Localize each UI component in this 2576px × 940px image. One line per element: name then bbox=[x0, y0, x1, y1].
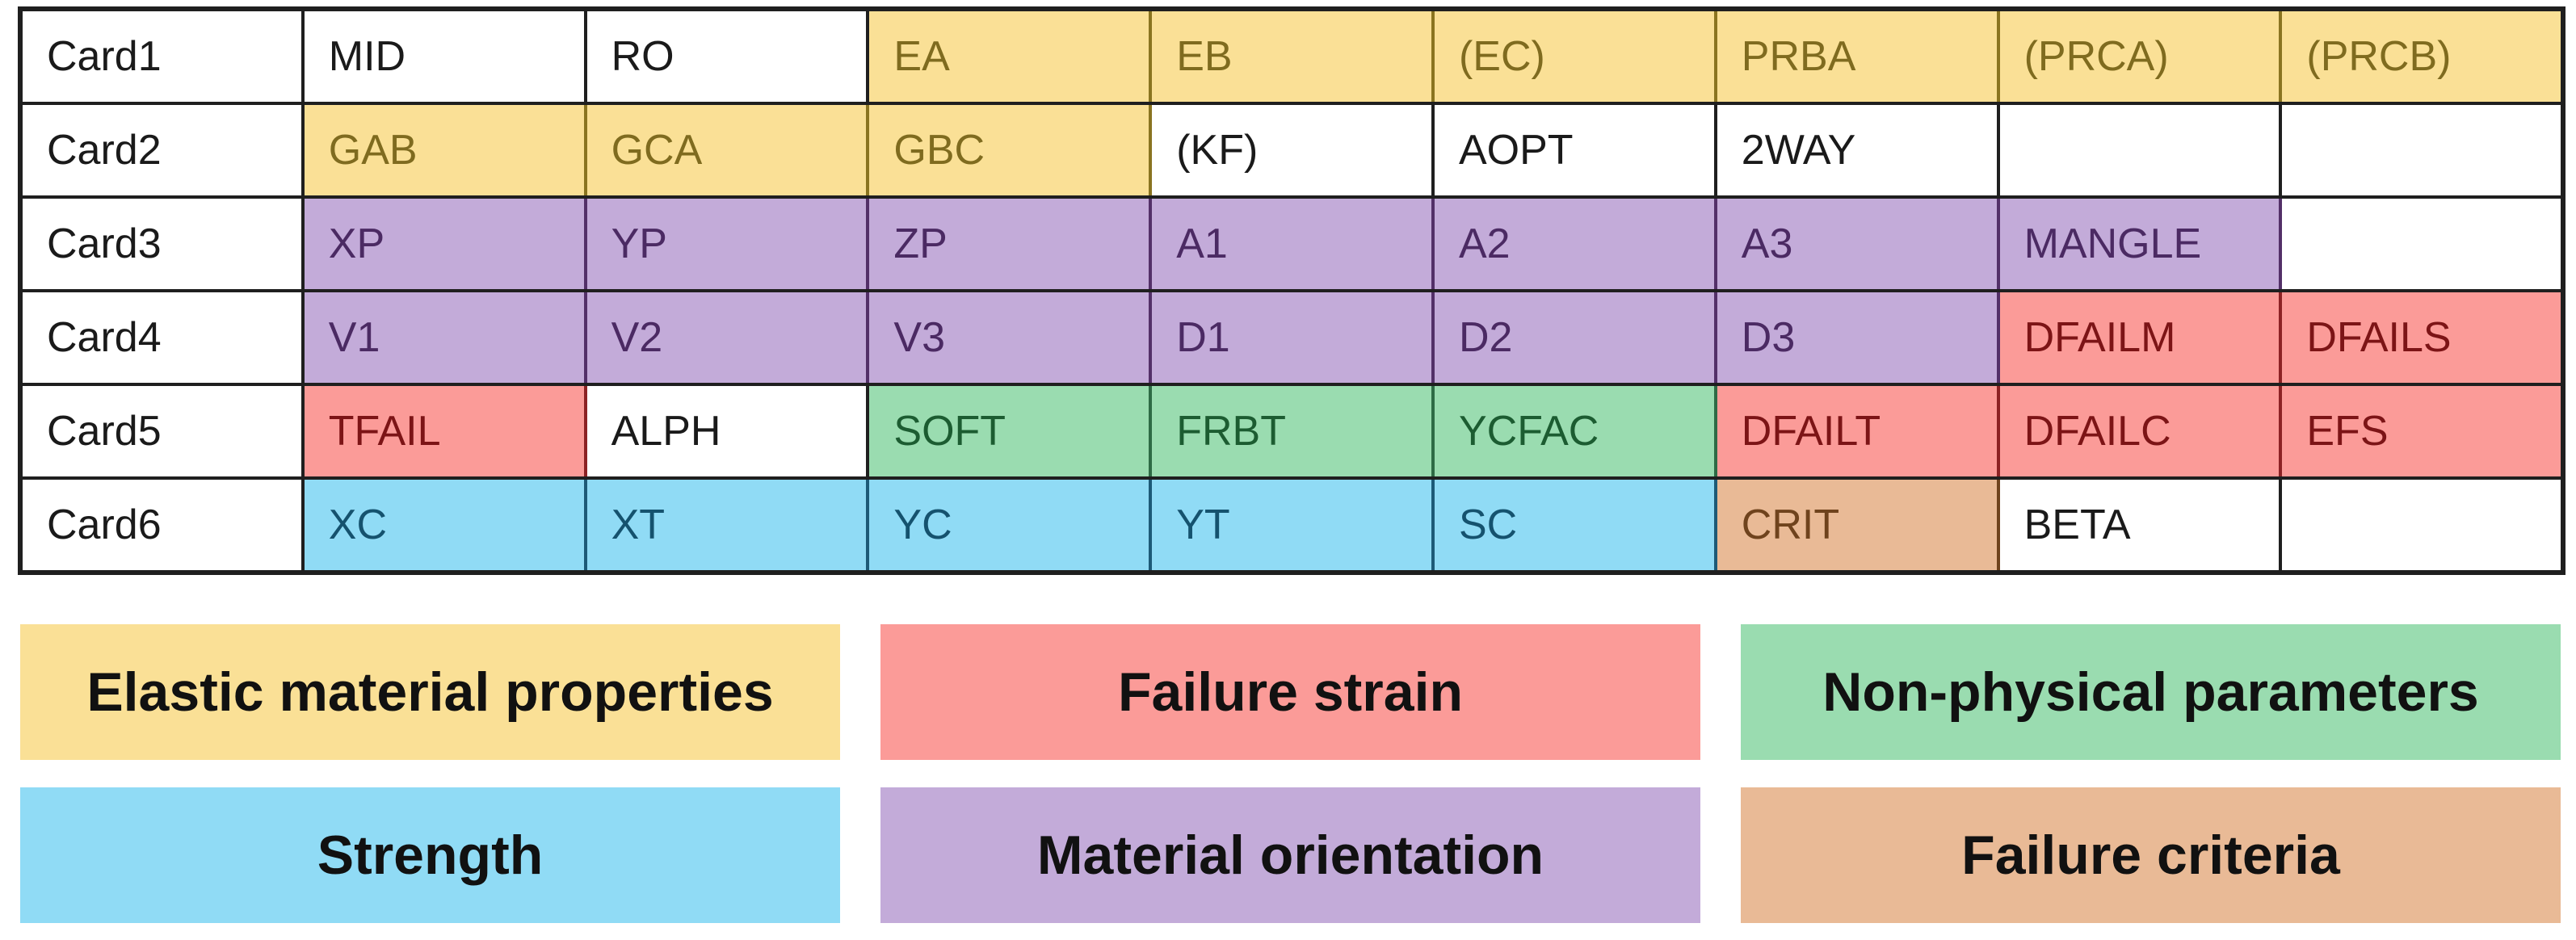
param-cell: (KF) bbox=[1149, 102, 1435, 199]
card-label: Card4 bbox=[19, 289, 305, 386]
param-cell: YC bbox=[866, 476, 1153, 574]
param-cell: XT bbox=[583, 476, 870, 574]
param-cell: D1 bbox=[1149, 289, 1435, 386]
legend-item-material-orientation: Material orientation bbox=[880, 787, 1700, 923]
param-cell: DFAILT bbox=[1713, 383, 2000, 480]
param-cell: SC bbox=[1431, 476, 1717, 574]
param-cell: PRBA bbox=[1713, 7, 2000, 105]
legend-item-elastic-material-properties: Elastic material properties bbox=[20, 624, 840, 760]
param-cell: DFAILC bbox=[1996, 383, 2283, 480]
param-cell: ALPH bbox=[583, 383, 870, 480]
param-cell: (PRCA) bbox=[1996, 7, 2283, 105]
card-label: Card2 bbox=[19, 102, 305, 199]
param-cell: EFS bbox=[2279, 383, 2565, 480]
param-cell: EA bbox=[866, 7, 1153, 105]
table-row: Card1 MID RO EA EB (EC) PRBA (PRCA) (PRC… bbox=[19, 7, 2565, 105]
legend: Elastic material properties Failure stra… bbox=[20, 624, 2561, 923]
param-cell: MID bbox=[300, 7, 587, 105]
param-cell: YP bbox=[583, 195, 870, 292]
table-row: Card3 XP YP ZP A1 A2 A3 MANGLE bbox=[19, 195, 2565, 292]
param-cell: V2 bbox=[583, 289, 870, 386]
table-row: Card4 V1 V2 V3 D1 D2 D3 DFAILM DFAILS bbox=[19, 289, 2565, 386]
param-cell: CRIT bbox=[1713, 476, 2000, 574]
param-cell: V1 bbox=[300, 289, 587, 386]
param-cell: GCA bbox=[583, 102, 870, 199]
param-cell: A2 bbox=[1431, 195, 1717, 292]
param-cell: A1 bbox=[1149, 195, 1435, 292]
param-cell: FRBT bbox=[1149, 383, 1435, 480]
param-cell: XC bbox=[300, 476, 587, 574]
legend-item-failure-criteria: Failure criteria bbox=[1741, 787, 2561, 923]
param-cell: RO bbox=[583, 7, 870, 105]
param-cell: EB bbox=[1149, 7, 1435, 105]
param-cell: 2WAY bbox=[1713, 102, 2000, 199]
param-cell: (PRCB) bbox=[2279, 7, 2565, 105]
table-row: Card5 TFAIL ALPH SOFT FRBT YCFAC DFAILT … bbox=[19, 383, 2565, 480]
param-cell: V3 bbox=[866, 289, 1153, 386]
param-cell bbox=[2279, 195, 2565, 292]
card-label: Card1 bbox=[19, 7, 305, 105]
param-cell: GBC bbox=[866, 102, 1153, 199]
param-cell: YCFAC bbox=[1431, 383, 1717, 480]
param-cell: D3 bbox=[1713, 289, 2000, 386]
param-cell: XP bbox=[300, 195, 587, 292]
legend-item-strength: Strength bbox=[20, 787, 840, 923]
param-cell: MANGLE bbox=[1996, 195, 2283, 292]
table-row: Card6 XC XT YC YT SC CRIT BETA bbox=[19, 476, 2565, 574]
table-row: Card2 GAB GCA GBC (KF) AOPT 2WAY bbox=[19, 102, 2565, 199]
param-cell: AOPT bbox=[1431, 102, 1717, 199]
card-label: Card5 bbox=[19, 383, 305, 480]
param-cell: D2 bbox=[1431, 289, 1717, 386]
material-card-parameter-table: Card1 MID RO EA EB (EC) PRBA (PRCA) (PRC… bbox=[18, 6, 2566, 575]
param-cell: DFAILS bbox=[2279, 289, 2565, 386]
param-cell: YT bbox=[1149, 476, 1435, 574]
card-label: Card6 bbox=[19, 476, 305, 574]
param-cell: GAB bbox=[300, 102, 587, 199]
param-cell: SOFT bbox=[866, 383, 1153, 480]
param-cell: TFAIL bbox=[300, 383, 587, 480]
legend-item-non-physical-parameters: Non-physical parameters bbox=[1741, 624, 2561, 760]
legend-row: Strength Material orientation Failure cr… bbox=[20, 787, 2561, 923]
card-label: Card3 bbox=[19, 195, 305, 292]
param-cell bbox=[1996, 102, 2283, 199]
param-cell: ZP bbox=[866, 195, 1153, 292]
param-cell: (EC) bbox=[1431, 7, 1717, 105]
legend-item-failure-strain: Failure strain bbox=[880, 624, 1700, 760]
param-cell: A3 bbox=[1713, 195, 2000, 292]
param-cell bbox=[2279, 102, 2565, 199]
legend-row: Elastic material properties Failure stra… bbox=[20, 624, 2561, 760]
param-cell bbox=[2279, 476, 2565, 574]
param-cell: BETA bbox=[1996, 476, 2283, 574]
param-cell: DFAILM bbox=[1996, 289, 2283, 386]
